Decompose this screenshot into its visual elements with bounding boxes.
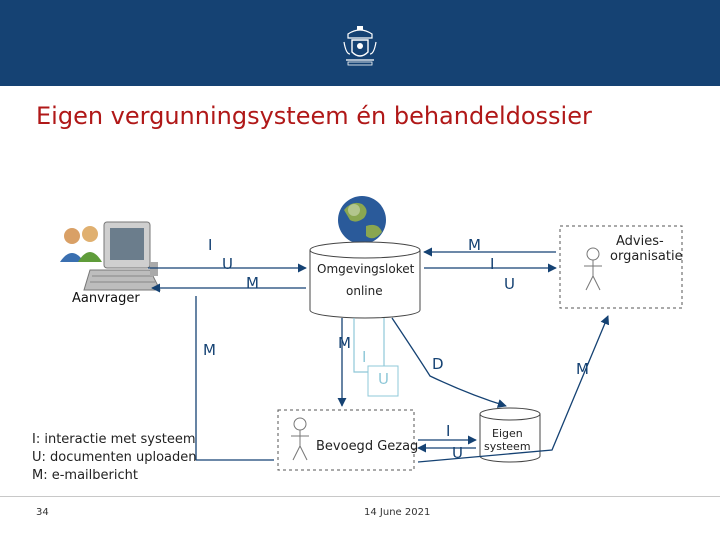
footer-date: 14 June 2021: [364, 507, 431, 518]
label-u: U: [504, 275, 515, 293]
label-u: U: [378, 370, 389, 388]
label-m: M: [246, 274, 259, 292]
arrow-gezag-to-advies: [417, 315, 610, 463]
users-icon: [60, 226, 102, 262]
person-icon: [584, 247, 602, 291]
aanvrager-label: Aanvrager: [72, 291, 140, 306]
bevoegd-gezag-label: Bevoegd Gezag: [316, 439, 419, 454]
label-m: M: [576, 360, 589, 378]
omgevingsloket-database: [309, 241, 421, 319]
upload-box: [367, 365, 399, 397]
connector-interaction-center: [353, 318, 368, 373]
page-number: 34: [36, 507, 49, 518]
applicant-computer-icon: [83, 221, 161, 291]
legend-interaction: I: interactie met systeem: [32, 432, 196, 447]
footer-divider: [0, 496, 720, 497]
eigen-systeem-label-line2: systeem: [484, 440, 531, 453]
label-i: I: [446, 422, 451, 440]
online-label: online: [346, 284, 383, 298]
advies-label-line2: organisatie: [610, 249, 683, 264]
netherlands-coat-of-arms-icon: [343, 26, 377, 66]
eigen-systeem-database: [479, 407, 541, 463]
slide-title: Eigen vergunningsysteem én behandeldossi…: [36, 102, 592, 130]
person-icon: [291, 417, 309, 461]
eigen-systeem-label-line1: Eigen: [492, 427, 523, 440]
label-m: M: [468, 236, 481, 254]
adviesorganisatie-box: [559, 225, 683, 309]
label-u: U: [452, 444, 463, 462]
label-d: D: [432, 355, 444, 373]
label-i: I: [362, 348, 367, 366]
label-u: U: [222, 255, 233, 273]
advies-label-line1: Advies-: [616, 234, 664, 249]
header-band: [0, 0, 720, 86]
label-m: M: [203, 341, 216, 359]
arrow-loket-to-eigen-systeem: [391, 317, 507, 408]
legend-email: M: e-mailbericht: [32, 468, 138, 483]
legend-upload: U: documenten uploaden: [32, 450, 197, 465]
omgevingsloket-label: Omgevingsloket: [317, 262, 415, 276]
label-m: M: [338, 334, 351, 352]
label-i: I: [208, 236, 213, 254]
globe-icon: [338, 196, 386, 244]
bevoegd-gezag-box: [277, 409, 415, 471]
label-i: I: [490, 255, 495, 273]
legend: I: interactie met systeem U: documenten …: [32, 431, 197, 485]
